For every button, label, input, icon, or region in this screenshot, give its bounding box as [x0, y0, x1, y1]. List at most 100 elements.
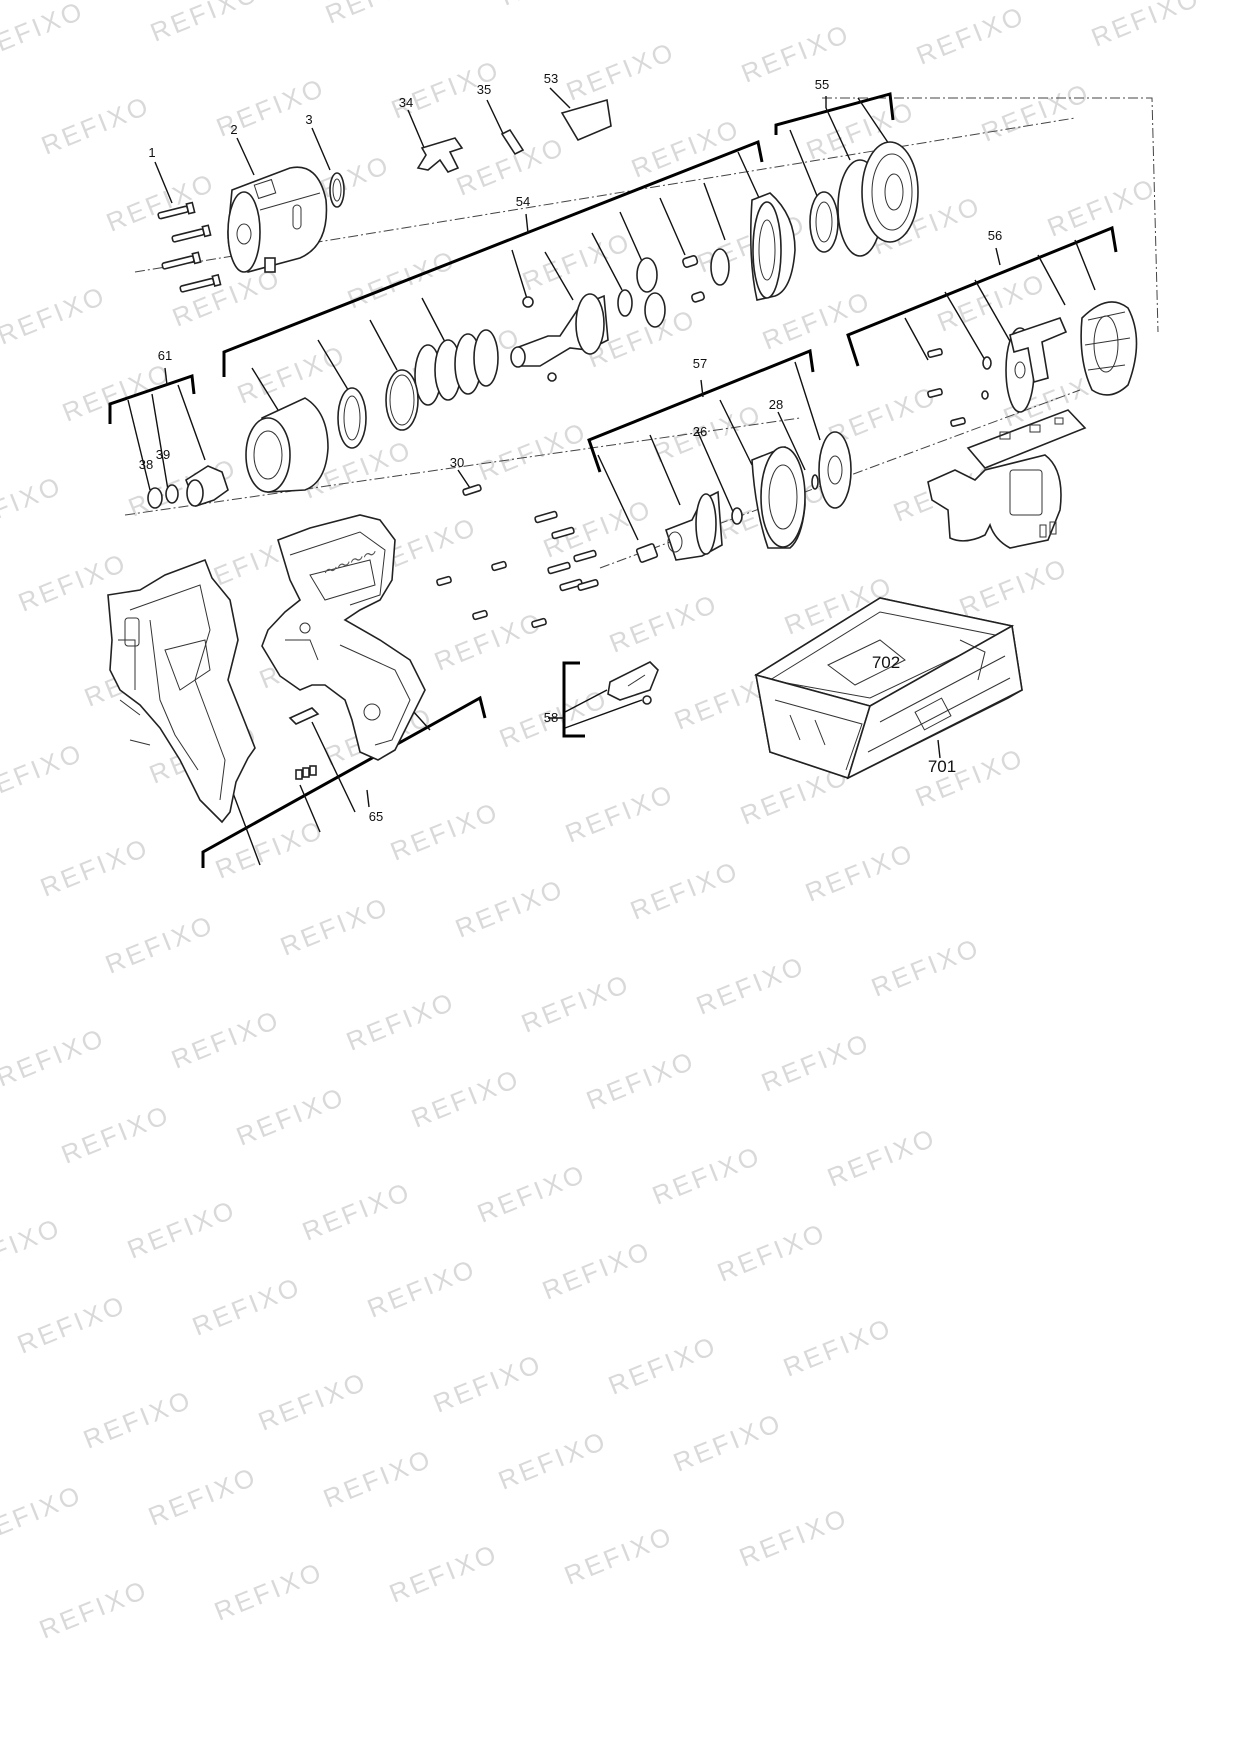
watermark-text: REFIXO — [146, 0, 264, 48]
part-65-housing-halves: 〜〜〜〜 — [107, 514, 426, 824]
watermark-text: REFIXO — [582, 1045, 700, 1116]
part-2-gear-housing — [227, 166, 328, 273]
watermark-text: REFIXO — [911, 742, 1029, 813]
watermark-text: REFIXO — [605, 588, 723, 659]
watermark-text: REFIXO — [496, 0, 614, 12]
watermark-text: REFIXO — [735, 1502, 853, 1573]
part-35-pin — [500, 128, 525, 156]
watermark-text: REFIXO — [321, 0, 439, 30]
watermark-text: REFIXO — [562, 36, 680, 107]
label-3: 3 — [305, 112, 312, 127]
watermark-text: REFIXO — [232, 1081, 350, 1152]
part-65-small-parts — [295, 765, 317, 780]
part-58-belt-clip — [607, 661, 659, 705]
watermark-text: REFIXO — [517, 968, 635, 1039]
label-53: 53 — [544, 71, 558, 86]
watermark-text: REFIXO — [713, 1217, 831, 1288]
label-30: 30 — [450, 455, 464, 470]
watermark-text: REFIXO — [604, 1330, 722, 1401]
watermark-text: REFIXO — [0, 0, 89, 66]
watermark-text: REFIXO — [867, 932, 985, 1003]
watermark-text: REFIXO — [538, 1235, 656, 1306]
label-56: 56 — [988, 228, 1002, 243]
label-35: 35 — [477, 82, 491, 97]
watermark-text: REFIXO — [37, 90, 155, 161]
watermark-text: REFIXO — [518, 226, 636, 297]
watermark-text: REFIXO — [144, 1461, 262, 1532]
watermark-text: REFIXO — [912, 0, 1030, 71]
part-30-screw — [462, 484, 482, 496]
label-55: 55 — [815, 77, 829, 92]
watermark-text: REFIXO — [298, 1176, 416, 1247]
watermark-text: REFIXO — [233, 339, 351, 410]
watermark-text: REFIXO — [13, 1289, 131, 1360]
watermark-text: REFIXO — [101, 909, 219, 980]
watermark-text: REFIXO — [276, 891, 394, 962]
watermark-text: REFIXO — [0, 1022, 110, 1093]
label-61: 61 — [158, 348, 172, 363]
watermark-text: REFIXO — [167, 1004, 285, 1075]
label-54: 54 — [516, 194, 530, 209]
part-1-screws — [157, 201, 222, 293]
watermark-text: REFIXO — [343, 244, 461, 315]
watermark-text: REFIXO — [474, 416, 592, 487]
watermark-text: REFIXO — [385, 1538, 503, 1609]
label-38: 38 — [139, 457, 153, 472]
label-34: 34 — [399, 95, 413, 110]
watermark-text: REFIXO — [123, 1194, 241, 1265]
watermark-text: REFIXO — [363, 1253, 481, 1324]
watermark-text: REFIXO — [79, 1384, 197, 1455]
watermark-text: REFIXO — [407, 1063, 525, 1134]
watermark-text: REFIXO — [430, 606, 548, 677]
watermark-text: REFIXO — [627, 113, 745, 184]
watermark-text: REFIXO — [823, 1122, 941, 1193]
label-701: 701 — [928, 757, 956, 776]
part-53-label-plate — [560, 98, 612, 142]
label-57: 57 — [693, 356, 707, 371]
part-3-washer — [329, 172, 345, 208]
watermark-text: REFIXO — [210, 1556, 328, 1627]
watermark-text: REFIXO — [955, 552, 1073, 623]
watermark-text: REFIXO — [0, 280, 111, 351]
label-39: 39 — [156, 447, 170, 462]
watermark-text: REFIXO — [386, 796, 504, 867]
watermark-text: REFIXO — [319, 1443, 437, 1514]
watermark-text: REFIXO — [0, 470, 67, 541]
watermark-text: REFIXO — [342, 986, 460, 1057]
watermark-text: REFIXO — [0, 1479, 87, 1550]
watermark-text: REFIXO — [494, 1425, 612, 1496]
part-55-bearing-set — [809, 141, 919, 257]
watermark-text: REFIXO — [692, 950, 810, 1021]
label-58: 58 — [544, 710, 558, 725]
watermark-text: REFIXO — [254, 1366, 372, 1437]
part-56-electronics — [927, 301, 1138, 549]
part-34-clip — [416, 137, 464, 173]
watermark-text: REFIXO — [801, 837, 919, 908]
watermark-text: REFIXO — [669, 1407, 787, 1478]
label-28: 28 — [769, 397, 783, 412]
watermark-text: REFIXO — [1087, 0, 1205, 53]
watermark-text: REFIXO — [757, 1027, 875, 1098]
watermark-text: REFIXO — [473, 1158, 591, 1229]
watermark-text: REFIXO — [35, 1574, 153, 1645]
label-26: 26 — [693, 424, 707, 439]
watermark-text: REFIXO — [0, 1212, 66, 1283]
callout-labels: 1 2 3 34 35 53 55 54 56 61 38 39 30 57 2… — [139, 71, 1002, 824]
part-701-carry-case — [754, 597, 1023, 780]
housing-screws — [436, 510, 599, 629]
watermark-text: REFIXO — [737, 18, 855, 89]
watermark-text: REFIXO — [779, 1312, 897, 1383]
label-1: 1 — [148, 145, 155, 160]
watermark-text: REFIXO — [36, 832, 154, 903]
watermark-text: REFIXO — [626, 855, 744, 926]
watermark-text: REFIXO — [451, 873, 569, 944]
part-61-anvil-set — [147, 465, 229, 509]
watermark-text: REFIXO — [0, 737, 88, 808]
leader-lines — [127, 87, 1096, 866]
watermark-text: REFIXO — [561, 778, 679, 849]
part-57-motor-assembly — [635, 431, 852, 563]
part-54-hammer-mechanism — [245, 192, 796, 493]
watermark-text: REFIXO — [648, 1140, 766, 1211]
